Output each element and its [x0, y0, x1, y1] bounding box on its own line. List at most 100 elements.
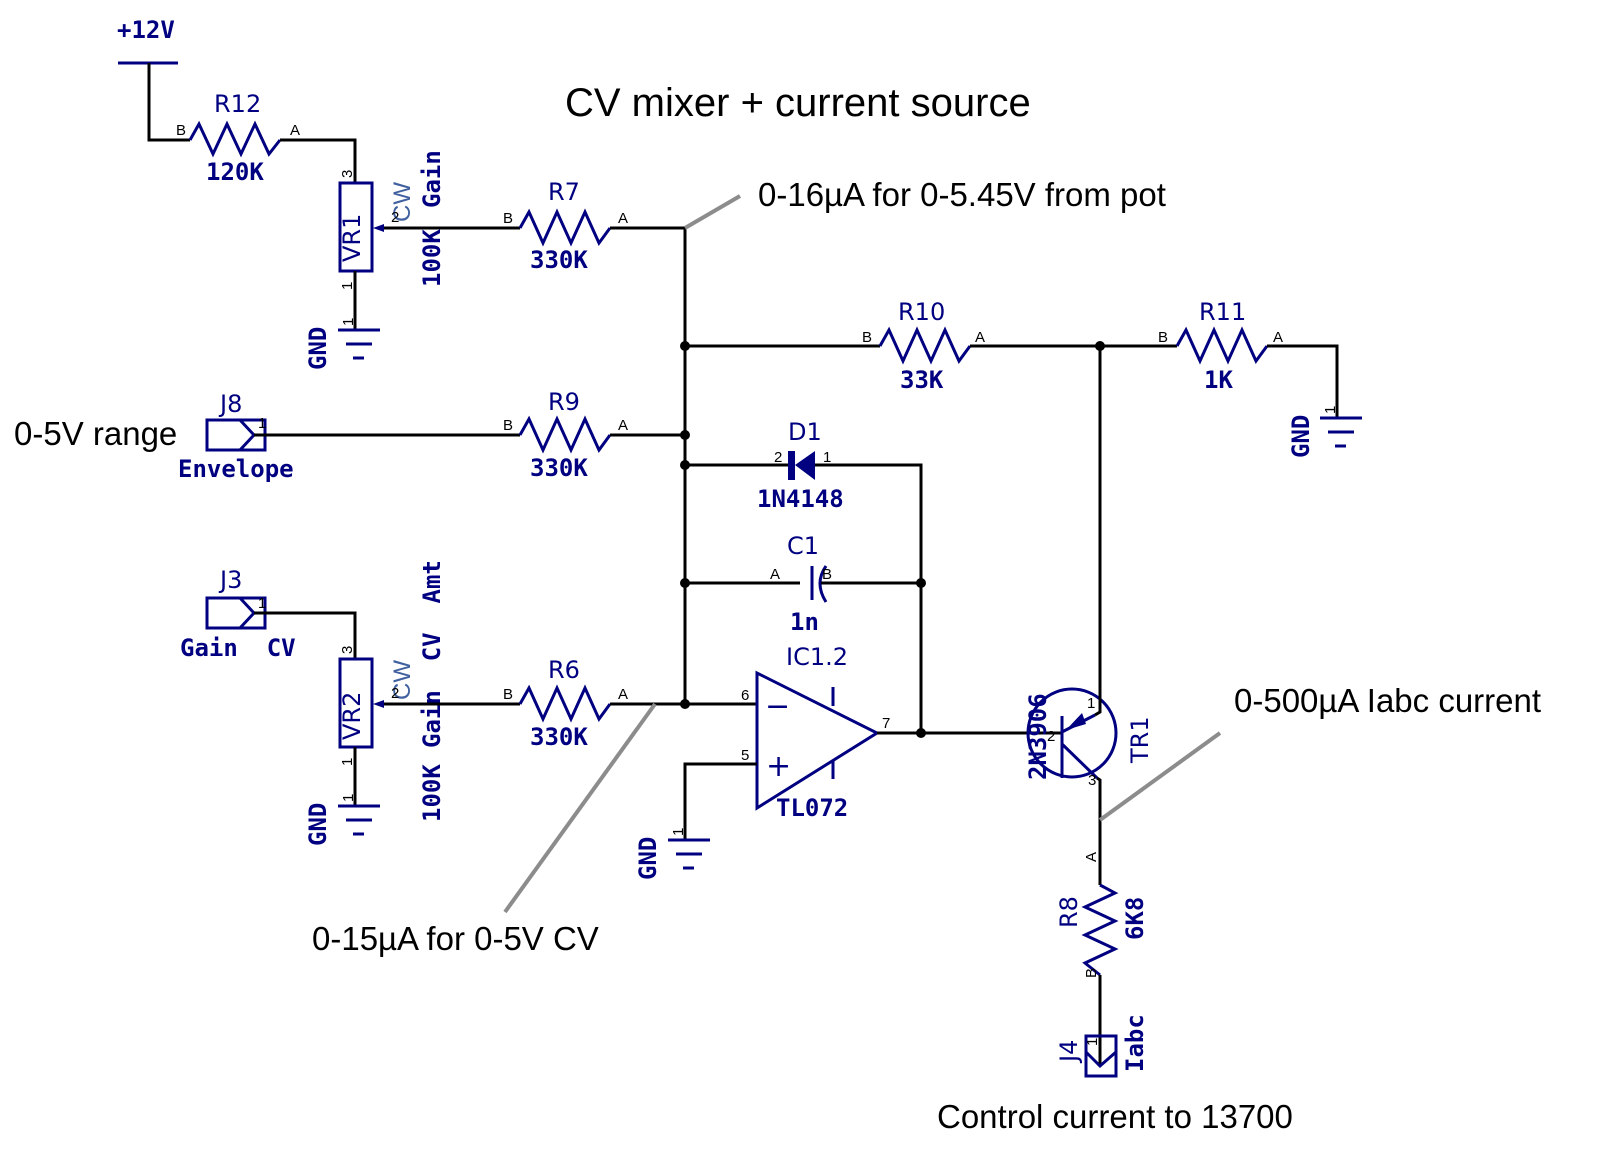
jack-arrow-icon	[238, 418, 257, 452]
resistor-r8: A R8 6K8 B	[1055, 852, 1149, 978]
junction-dot	[916, 578, 926, 588]
j8-label: Envelope	[178, 455, 294, 483]
r11-pin-b: B	[1158, 329, 1168, 346]
j8-ref: J8	[218, 390, 242, 418]
r7-pin-b: B	[503, 210, 513, 227]
vcc-supply: +12V	[117, 16, 190, 142]
r12-pin-a: A	[290, 122, 300, 139]
j4-ref: J4	[1055, 1040, 1083, 1064]
tr1-pin-base: 2	[1047, 728, 1055, 745]
d1-pin-a: 1	[823, 449, 831, 466]
junction-dot	[1095, 341, 1105, 351]
d1-ref: D1	[788, 418, 822, 446]
j3-ref: J3	[218, 566, 242, 594]
ic1-value: TL072	[776, 794, 848, 822]
r8-ref: R8	[1055, 896, 1083, 928]
potentiometer-vr1: 3 1 VR1 CW 2 100K Gain	[338, 150, 446, 290]
diode-triangle-icon	[795, 451, 815, 480]
c1-pin-a: A	[770, 566, 780, 583]
diode-bar-icon	[788, 451, 795, 480]
wire-summing-node	[610, 226, 687, 703]
junction-dots	[680, 341, 1105, 738]
c1-ref: C1	[787, 532, 819, 560]
gnd-pin: 1	[670, 828, 687, 836]
gnd-symbol-r11: 1 GND	[1287, 406, 1362, 458]
tr1-ref: TR1	[1126, 716, 1154, 764]
r7-ref: R7	[548, 178, 580, 206]
r10-pin-a: A	[975, 329, 985, 346]
gnd-symbol-vr1: 1 GND	[304, 318, 380, 370]
r11-ref: R11	[1199, 298, 1246, 326]
d1-pin-k: 2	[774, 449, 782, 466]
resistor-r7: R7 B A 330K	[503, 178, 628, 274]
annotation-control-current: Control current to 13700	[937, 1098, 1293, 1135]
r12-ref: R12	[214, 90, 261, 118]
opamp-minus-sign: −	[765, 689, 790, 724]
leader-line	[503, 702, 657, 914]
r9-pin-a: A	[618, 417, 628, 434]
gnd-symbol-vr2: 1 GND	[304, 794, 380, 846]
j4-pin: 1	[1084, 1038, 1101, 1046]
jack-j4[interactable]: 1 J4 Iabc	[1055, 1014, 1149, 1078]
vr1-pin2: 2	[391, 209, 399, 226]
r10-value: 33K	[900, 366, 944, 394]
resistor-r6: R6 B A 330K	[503, 656, 628, 751]
r9-value: 330K	[530, 454, 588, 482]
resistor-zigzag-icon	[1175, 326, 1269, 365]
junction-dot	[680, 430, 690, 440]
r8-pin-a: A	[1083, 852, 1100, 862]
transistor-tr1: 2N3906 2 1 3 TR1	[1024, 687, 1154, 789]
annotation-cv-current: 0-15µA for 0-5V CV	[312, 920, 599, 957]
r11-pin-a: A	[1273, 329, 1283, 346]
vr2-function: Gain CV Amt	[418, 560, 446, 748]
r9-ref: R9	[548, 388, 580, 416]
resistor-r9: R9 B A 330K	[503, 388, 628, 482]
jack-arrow-icon	[238, 596, 257, 630]
j8-pin: 1	[258, 415, 266, 432]
annotation-pot-current: 0-16µA for 0-5.45V from pot	[758, 176, 1166, 213]
r6-pin-b: B	[503, 686, 513, 703]
ic1-pin-noninv: 5	[741, 747, 749, 764]
resistor-zigzag-icon	[518, 684, 612, 723]
resistor-zigzag-icon	[1081, 883, 1119, 977]
tr1-pin-emitter: 1	[1087, 695, 1095, 712]
junction-dot	[680, 699, 690, 709]
junction-dot	[916, 728, 926, 738]
wire-vcc-r12	[147, 63, 190, 142]
wire-r12-vr1	[280, 138, 357, 183]
j3-label: Gain CV	[180, 634, 296, 662]
j4-label: Iabc	[1121, 1014, 1149, 1072]
transistor-collector-icon	[1060, 742, 1099, 780]
jack-arrow-icon	[1084, 1050, 1117, 1069]
annotation-envelope-range: 0-5V range	[14, 415, 177, 452]
resistor-zigzag-icon	[878, 326, 972, 365]
wire-j3-vr2	[254, 611, 357, 659]
opamp-plus-sign: +	[766, 749, 791, 784]
resistor-r11: R11 B A 1K	[1158, 298, 1283, 394]
gnd-pin: 1	[340, 794, 357, 802]
gnd-pin: 1	[340, 318, 357, 326]
gnd-symbol-opamp: 1 GND	[634, 828, 710, 880]
r6-ref: R6	[548, 656, 580, 684]
vr1-pin1: 1	[339, 282, 356, 290]
resistor-zigzag-icon	[518, 208, 612, 247]
transistor-arrow-icon	[1066, 713, 1086, 730]
vcc-label: +12V	[117, 16, 175, 44]
wiper-arrow-icon	[373, 700, 384, 708]
vr2-pin3: 3	[339, 646, 356, 654]
junction-dot	[680, 578, 690, 588]
leader-line	[1098, 731, 1222, 822]
r6-value: 330K	[530, 723, 588, 751]
gnd-pin: 1	[1322, 406, 1339, 414]
gnd-label: GND	[304, 803, 332, 846]
opamp-ic1: IC1.2 − + 6 5 7 TL072	[741, 643, 890, 822]
ic1-pin-out: 7	[882, 715, 890, 732]
c1-pin-b: B	[822, 566, 832, 583]
annotation-iabc-current: 0-500µA Iabc current	[1234, 682, 1541, 719]
r7-pin-a: A	[618, 210, 628, 227]
vr1-pin3: 3	[339, 170, 356, 178]
jack-socket-icon	[1084, 1034, 1118, 1078]
r8-value: 6K8	[1121, 897, 1149, 940]
tr1-value: 2N3906	[1024, 693, 1052, 780]
